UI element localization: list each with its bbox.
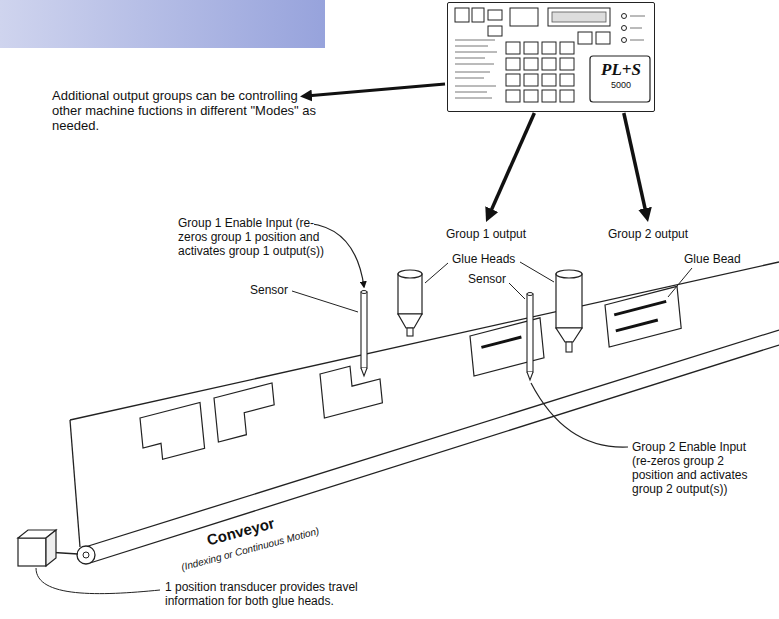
sensor-rod	[361, 292, 367, 368]
key	[524, 74, 538, 86]
leader-line	[668, 268, 692, 297]
keypad	[506, 42, 574, 102]
controller-panel: PL+S5000	[447, 2, 655, 112]
callout-text: Group 1 Enable Input (re-zeros group 1 p…	[178, 216, 324, 258]
key	[506, 74, 520, 86]
label-box: Group 2 Enable Input (re-zeros group 2 p…	[632, 440, 758, 496]
key	[506, 90, 520, 102]
key	[560, 58, 574, 70]
glue-head-body	[398, 274, 422, 314]
panel-button	[578, 32, 592, 44]
key	[506, 58, 520, 70]
conveyor-edge	[82, 330, 779, 548]
part-label: Sensor	[468, 272, 506, 286]
label-box: Sensor	[468, 272, 506, 286]
text-group: PL+S5000	[591, 60, 651, 91]
leader-line	[36, 568, 160, 594]
glue-head-body	[556, 274, 582, 328]
part-label: Glue Heads	[452, 252, 515, 266]
callout-arrow	[306, 84, 445, 96]
workpiece	[320, 366, 382, 418]
leader-line	[520, 262, 554, 282]
key	[542, 42, 556, 54]
key	[542, 90, 556, 102]
note-text: Additional output groups can be controll…	[52, 88, 316, 133]
panel-display-window	[552, 12, 606, 22]
note-text: 1 position transducer provides travel in…	[165, 580, 358, 608]
header-band	[0, 0, 325, 48]
sensor-rod	[527, 294, 533, 372]
workpiece	[140, 402, 205, 459]
conveyor-end	[70, 420, 80, 547]
label-box: Glue Bead	[684, 252, 741, 266]
node-subtitle: 5000	[591, 80, 651, 91]
glue-head: Group 2 output	[553, 222, 692, 352]
key	[560, 74, 574, 86]
key	[560, 90, 574, 102]
glue-head-top	[556, 270, 582, 278]
glue-nozzle	[566, 342, 572, 352]
panel-icon	[488, 10, 502, 20]
panel-led	[622, 14, 627, 19]
leader-line	[509, 283, 525, 299]
glue-nozzle	[407, 328, 413, 336]
glue-bead	[481, 337, 521, 347]
glue-bead	[614, 301, 666, 315]
leader-line	[292, 291, 358, 312]
panel-legend-lines	[455, 40, 497, 98]
label-box: Sensor	[250, 283, 288, 297]
transducer-side	[46, 530, 56, 566]
node-title: Group 2 output	[608, 227, 688, 241]
transducer-body	[18, 538, 46, 566]
label-box: Glue Heads	[452, 252, 515, 266]
key	[524, 90, 538, 102]
callout-text: Group 2 Enable Input (re-zeros group 2 p…	[632, 440, 747, 496]
output-arrow	[624, 113, 647, 215]
label-box: Additional output groups can be controll…	[52, 88, 324, 133]
panel-display	[548, 8, 610, 26]
pulley	[77, 546, 95, 564]
key	[560, 42, 574, 54]
sensor-tip	[361, 368, 367, 376]
panel-button	[488, 26, 502, 36]
label-box: Group 1 Enable Input (re-zeros group 1 p…	[178, 216, 326, 258]
leader-line	[425, 263, 448, 283]
workpiece	[214, 383, 274, 442]
panel-led	[622, 38, 627, 43]
part-label: Glue Bead	[684, 252, 741, 266]
sensor-cap	[527, 293, 533, 296]
part-label: Sensor	[250, 283, 288, 297]
node-title: PL+S	[591, 60, 651, 80]
panel-icon	[455, 8, 469, 22]
panel-icon	[472, 8, 484, 22]
logo-plate	[590, 56, 650, 102]
leader-line	[531, 383, 628, 447]
glue-head: Group 1 output	[396, 222, 530, 336]
conveyor-edge	[90, 345, 779, 563]
key	[542, 58, 556, 70]
panel-legend-lines	[630, 16, 645, 40]
conveyor-edge	[70, 262, 779, 420]
sensor-cap	[361, 291, 367, 294]
output-arrow	[489, 113, 534, 216]
sensor-tip	[527, 372, 533, 380]
key	[542, 74, 556, 86]
pulley-hub	[83, 552, 89, 558]
glue-head-taper	[398, 314, 422, 328]
label-box: 1 position transducer provides travel in…	[165, 580, 380, 608]
glue-head-top	[398, 270, 422, 278]
panel-led	[622, 26, 627, 31]
text-group: Group 1 output	[446, 227, 526, 241]
node-title: Group 1 output	[446, 227, 526, 241]
key	[524, 58, 538, 70]
text-group: Group 2 output	[608, 227, 688, 241]
glue-bead	[616, 320, 658, 331]
panel-display	[510, 8, 538, 26]
key	[524, 42, 538, 54]
panel-button	[596, 32, 610, 44]
glue-head-taper	[556, 328, 582, 342]
key	[506, 42, 520, 54]
